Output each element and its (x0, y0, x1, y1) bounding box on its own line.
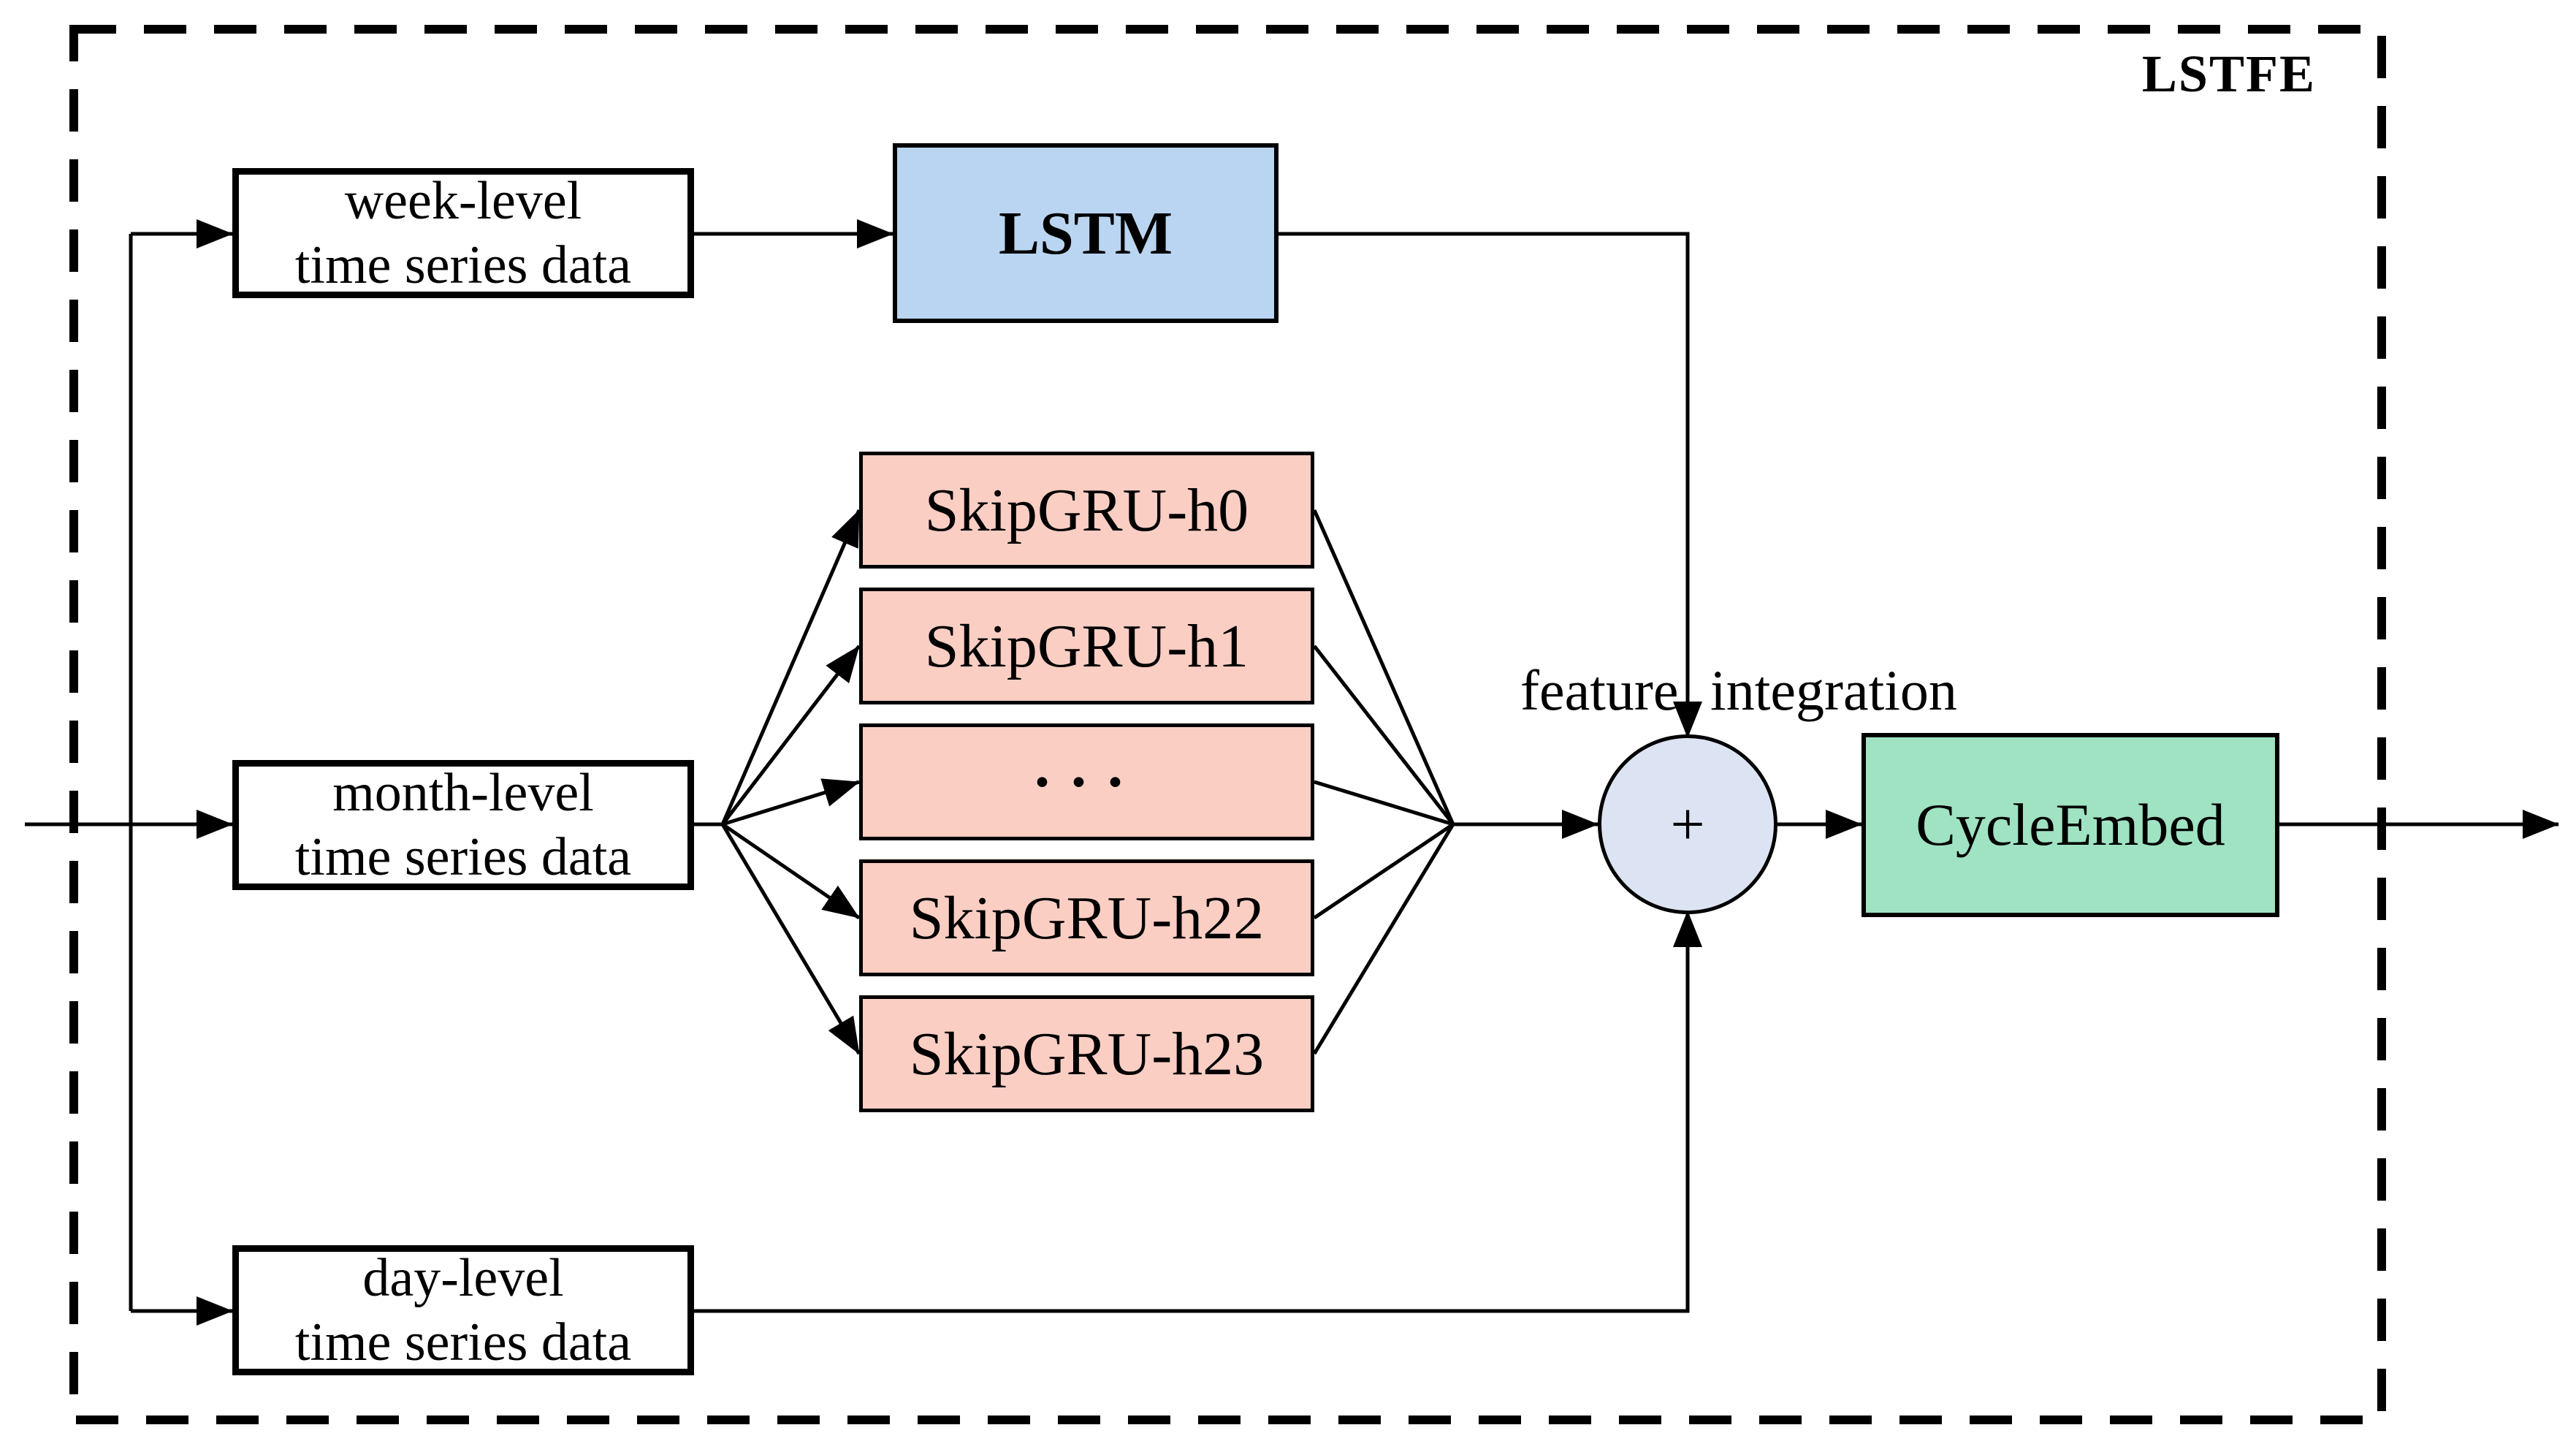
month-label-line2: time series data (294, 827, 632, 887)
fan-arrow-h23 (720, 823, 861, 1055)
dashed-frame (69, 25, 2386, 1424)
skipgru-box-h23: SkipGRU-h23 (859, 995, 1314, 1112)
month-label-line1: month-level (332, 763, 594, 823)
day-label-line2: time series data (294, 1312, 632, 1372)
merge-line-h0 (1312, 509, 1455, 826)
skipgru-label-h23: SkipGRU-h23 (909, 1019, 1265, 1088)
fan-arrow-h0 (720, 509, 861, 825)
fan-arrow-ellipsis (722, 778, 860, 826)
feature-integration-label: feature integration (1520, 658, 1957, 722)
frame-title: LSTFE (2141, 45, 2316, 103)
day-to-sum-arrow (694, 911, 1702, 1313)
merge-line-ellipsis (1314, 780, 1454, 826)
cycleembed-label: CycleEmbed (1916, 791, 2225, 858)
lstm-label: LSTM (998, 199, 1173, 267)
merge-line-h23 (1312, 823, 1455, 1055)
lstm-box: LSTM (893, 143, 1279, 323)
cycleembed-box: CycleEmbed (1861, 733, 2279, 917)
skipgru-box-ellipsis: ··· (859, 723, 1314, 840)
sum-node: + (1598, 734, 1777, 914)
plus-symbol: + (1670, 790, 1705, 859)
month-input-box: month-level time series data (232, 760, 694, 890)
week-label-line2: time series data (294, 235, 632, 295)
skipgru-label-h22: SkipGRU-h22 (909, 884, 1265, 952)
merge-line-h1 (1313, 645, 1455, 826)
fan-arrow-h22 (721, 822, 861, 920)
skipgru-box-h0: SkipGRU-h0 (859, 452, 1314, 569)
skipgru-label-h0: SkipGRU-h0 (924, 476, 1249, 544)
skipgru-box-h1: SkipGRU-h1 (859, 588, 1314, 704)
skipgru-box-h22: SkipGRU-h22 (859, 859, 1314, 976)
week-input-box: week-level time series data (232, 168, 694, 298)
merge-line-h22 (1313, 822, 1455, 920)
week-label-line1: week-level (344, 171, 582, 231)
skipgru-label-ellipsis: ··· (1032, 748, 1142, 816)
fan-arrow-h1 (721, 645, 861, 826)
day-label-line1: day-level (362, 1248, 564, 1308)
skipgru-label-h1: SkipGRU-h1 (924, 612, 1249, 680)
lstm-to-sum-arrow (1279, 232, 1702, 738)
day-input-box: day-level time series data (232, 1245, 694, 1375)
